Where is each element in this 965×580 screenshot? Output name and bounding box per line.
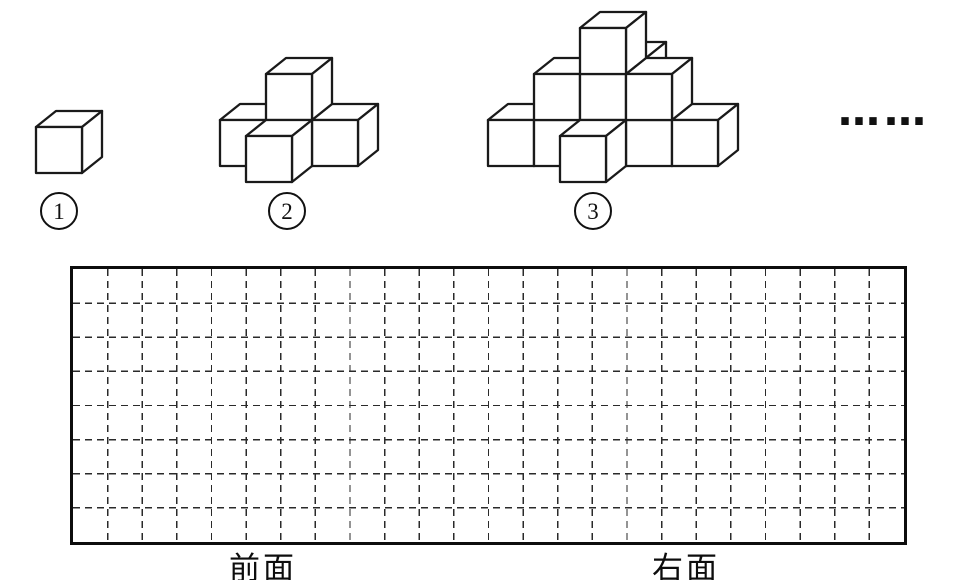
figure-label-2: 2: [268, 192, 306, 230]
cube-figure-3: [486, 10, 740, 184]
caption-front-view: 前面: [229, 551, 297, 580]
cube-figure-2-drawing: [218, 56, 380, 184]
figure-label-1: 1: [40, 192, 78, 230]
ellipsis-dots: ……: [838, 86, 930, 135]
cube-figure-1: [34, 109, 104, 175]
answer-grid-lines: [73, 269, 904, 542]
cube-figure-2: [218, 56, 380, 184]
answer-grid[interactable]: [70, 266, 907, 545]
figure-label-3: 3: [574, 192, 612, 230]
cube-figure-1-drawing: [34, 109, 104, 175]
caption-right-view: 右面: [652, 551, 720, 580]
cube-figure-3-drawing: [486, 10, 740, 184]
